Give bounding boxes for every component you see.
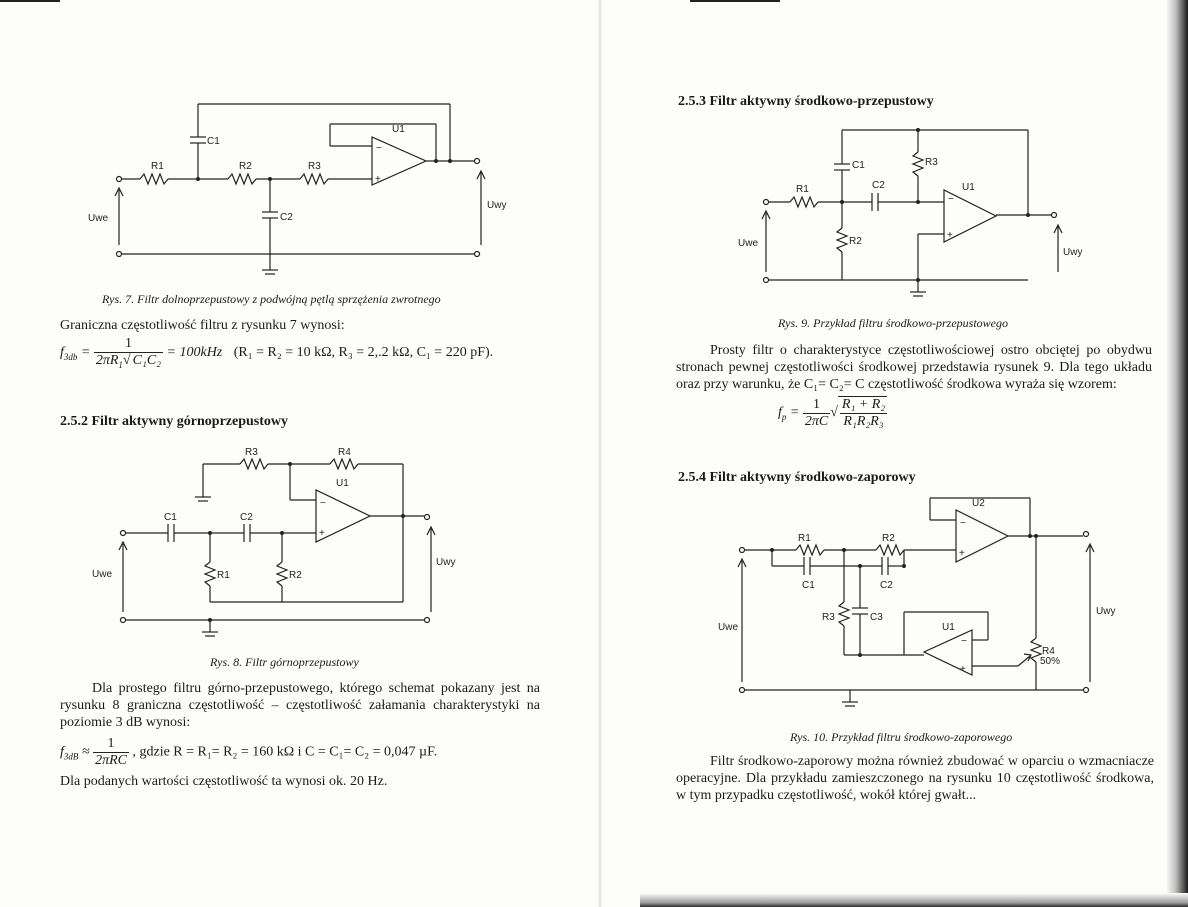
fig9-label-plus: + (947, 230, 953, 241)
formula-2: f3dB ≈ 1 2πRC , gdzie R = R₁= R₂ = 160 k… (60, 736, 437, 769)
fig7-label-c1: C1 (207, 136, 220, 147)
fig8-label-minus: − (320, 498, 326, 509)
fig8-label-r2: R2 (289, 570, 302, 581)
formula-2-eq: ≈ (81, 744, 90, 760)
fig10-label-c3: C3 (870, 612, 883, 623)
fig7-label-r2: R2 (239, 161, 252, 172)
fig7-text: Graniczna częstotliwość filtru z rysunku… (60, 318, 345, 333)
fig8-label-c1: C1 (164, 512, 177, 523)
fig7-label-r3: R3 (308, 161, 321, 172)
figure-10-caption: Rys. 10. Przykład filtru środkowo-zaporo… (790, 730, 1013, 744)
formula-3-sqrt: R₁ + R₂ R₁R₂R₃ (837, 396, 888, 430)
fig10-label-r1: R1 (798, 533, 811, 544)
section-2-5-3-heading: 2.5.3 Filtr aktywny środkowo-przepustowy (678, 94, 934, 109)
section-2-5-2-heading: 2.5.2 Filtr aktywny górnoprzepustowy (60, 414, 289, 429)
formula-3-num: 1 (802, 397, 831, 414)
fig10-label-u1-minus: − (961, 636, 967, 647)
fig10-label-u1-plus: + (960, 664, 966, 675)
fig7-label-u1: U1 (392, 124, 405, 135)
fig10-label-c1: C1 (802, 580, 815, 591)
formula-3-den: 2πC (804, 413, 829, 429)
formula-3-sqrt-num: R₁ + R₂ (839, 397, 888, 414)
fig7-label-minus: − (376, 143, 382, 154)
fig8-label-r1: R1 (217, 570, 230, 581)
fig9-paragraph: Prosty filtr o charakterystyce częstotli… (676, 343, 1152, 392)
fig8-label-u1: U1 (336, 478, 349, 489)
formula-1: f3db = 1 2πR1√C₁C₂ = 100kHz (R₁ = R₂ = 1… (60, 336, 493, 370)
fig9-label-minus: − (948, 194, 954, 205)
fig9-label-r3: R3 (925, 157, 938, 168)
scan-edge-line (0, 0, 60, 2)
section-2-5-4-heading: 2.5.4 Filtr aktywny środkowo-zaporowy (678, 470, 916, 485)
fig10-label-u2: U2 (972, 498, 985, 509)
formula-1-den: 2πR (95, 353, 119, 368)
scan-edge-line (690, 0, 780, 2)
formula-1-eq: = (80, 345, 91, 361)
fig9-label-r2: R2 (849, 236, 862, 247)
fig8-label-uwe: Uwe (92, 569, 112, 580)
formula-2-lhs-sub: 3dB (63, 751, 79, 762)
formula-3-eq: = (789, 405, 800, 421)
fig9-label-r1: R1 (796, 184, 809, 195)
fig8-label-uwy: Uwy (436, 557, 455, 568)
formula-1-num: 1 (93, 336, 164, 353)
formula-2-fraction: 1 2πRC (93, 736, 129, 769)
fig8-label-c2: C2 (240, 512, 253, 523)
formula-2-lhs: f (60, 744, 64, 760)
scan-shadow-right (1166, 0, 1188, 907)
fig7-label-uwe: Uwe (88, 213, 108, 224)
fig9-label-uwe: Uwe (738, 238, 758, 249)
formula-2-den: 2πRC (95, 753, 127, 768)
fig8-label-plus: + (319, 528, 325, 539)
fig10-label-r4: R4 (1042, 646, 1055, 657)
fig9-label-c1: C1 (852, 160, 865, 171)
fig8-label-r3: R3 (245, 447, 258, 458)
fig10-label-r3: R3 (822, 612, 835, 623)
figure-9-caption: Rys. 9. Przykład filtru środkowo-przepus… (778, 316, 1008, 330)
formula-1-den-sub: 1 (118, 359, 123, 370)
fig10-label-uwe: Uwe (718, 622, 738, 633)
fig10-label-u1: U1 (942, 622, 955, 633)
formula-2-num: 1 (93, 736, 129, 753)
fig7-label-plus: + (375, 174, 381, 185)
formula-1-fraction: 1 2πR1√C₁C₂ (93, 336, 164, 370)
formula-1-sqrt: C₁C₂ (130, 352, 162, 368)
formula-1-result: = 100kHz (166, 345, 223, 361)
fig9-label-c2: C2 (872, 180, 885, 191)
formula-3: fp = 1 2πC √ R₁ + R₂ R₁R₂R₃ (778, 396, 888, 430)
fig8-label-r4: R4 (338, 447, 351, 458)
fig7-label-uwy: Uwy (487, 200, 506, 211)
fig10-label-c2: C2 (880, 580, 893, 591)
fig7-label-r1: R1 (151, 161, 164, 172)
formula-3-lhs-sub: p (781, 412, 787, 423)
formula-3-lhs: f (778, 405, 782, 421)
figure-9-schematic: C1 R3 R1 C2 U1 R2 − + Uwe Uwy (738, 128, 1082, 297)
formula-1-lhs-sub: 3db (63, 351, 78, 362)
fig10-paragraph: Filtr środkowo-zaporowy można również zb… (676, 754, 1154, 803)
figure-7-caption: Rys. 7. Filtr dolnoprzepustowy z podwójn… (102, 292, 441, 306)
fig10-label-r2: R2 (882, 533, 895, 544)
formula-3-sqrt-den: R₁R₂R₃ (843, 414, 884, 429)
right-page: 2.5.3 Filtr aktywny środkowo-przepustowy (600, 0, 1188, 907)
fig7-label-c2: C2 (280, 212, 293, 223)
fig10-label-u2-minus: − (960, 518, 966, 529)
fig10-label-pct: 50% (1040, 656, 1060, 667)
scan-shadow-bottom (640, 893, 1188, 907)
figure-10-schematic: U2 R1 R2 C1 C2 R3 C3 U1 R4 50% − + − + U… (718, 497, 1115, 707)
fig9-label-uwy: Uwy (1063, 247, 1082, 258)
figure-8-schematic: R3 R4 U1 C1 C2 R1 R2 − + Uwe Uwy (92, 447, 455, 637)
formula-2-rest: , gdzie R = R₁= R₂ = 160 kΩ i C = C₁= C₂… (132, 744, 438, 760)
fig9-label-u1: U1 (962, 182, 975, 193)
formula-1-lhs: f (60, 345, 64, 361)
formula-1-params: (R₁ = R₂ = 10 kΩ, R₃ = 2,.2 kΩ, C₁ = 220… (233, 345, 494, 361)
formula-3-fraction: 1 2πC (802, 397, 831, 430)
figure-7-schematic: C1 R1 R2 R3 C2 U1 − + Uwe Uwy (88, 103, 506, 275)
figure-8-caption: Rys. 8. Filtr górnoprzepustowy (210, 655, 359, 669)
book-gutter (598, 0, 602, 907)
fig10-label-uwy: Uwy (1096, 606, 1115, 617)
left-page: C1 R1 R2 R3 C2 U1 − + Uwe Uwy Rys. 7. Fi… (60, 103, 540, 789)
fig10-label-u2-plus: + (959, 548, 965, 559)
fig8-paragraph: Dla prostego filtru górno-przepustowego,… (60, 681, 540, 730)
fig8-result: Dla podanych wartości częstotliwość ta w… (60, 774, 388, 789)
